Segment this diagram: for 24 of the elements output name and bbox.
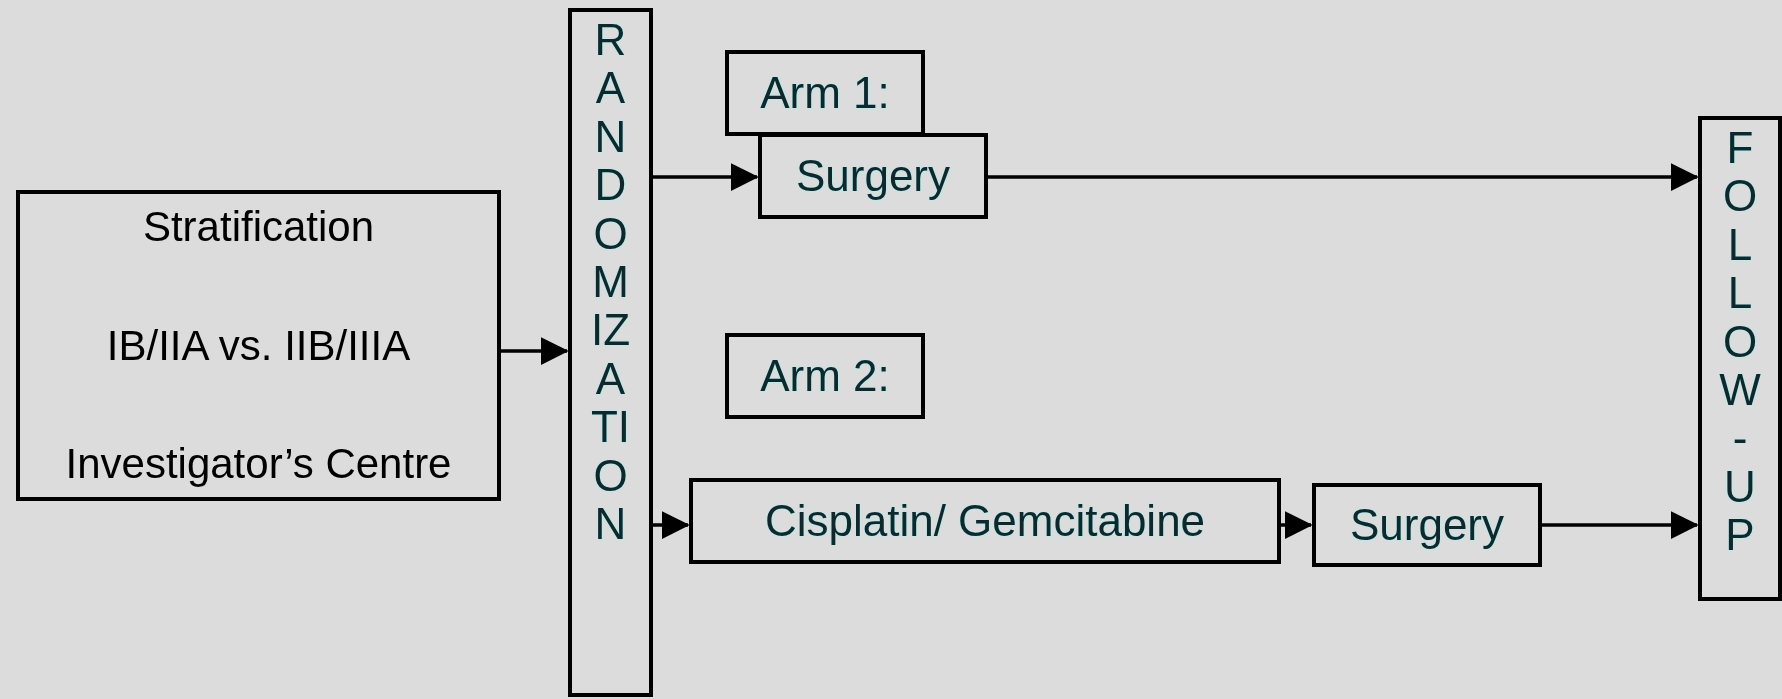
- arrow: [653, 163, 759, 191]
- vertical-label: RANDOMIZATION: [589, 16, 632, 549]
- arrow: [1281, 511, 1313, 539]
- follow-up-bar: [1698, 116, 1782, 601]
- arrow: [501, 337, 569, 365]
- box-label: Surgery: [1349, 503, 1505, 547]
- process-box: [689, 478, 1281, 564]
- process-box: [1312, 483, 1542, 567]
- box-label: Investigator’s Centre: [65, 443, 452, 485]
- vertical-label: FOLLOW-UP: [1718, 124, 1762, 560]
- process-box: [758, 133, 988, 219]
- randomization-bar: [568, 8, 653, 697]
- arrow: [653, 511, 690, 539]
- box-label: IB/IIA vs. IIB/IIIA: [106, 324, 411, 367]
- arm-label-box: [725, 333, 925, 419]
- box-label: Arm 1:: [760, 71, 890, 115]
- arrow: [1542, 511, 1699, 539]
- box-label: Surgery: [795, 154, 951, 198]
- box-label: Stratification: [142, 206, 375, 248]
- box-label: Cisplatin/ Gemcitabine: [764, 499, 1206, 543]
- arrow: [988, 163, 1699, 191]
- stratification-box: [16, 190, 501, 501]
- arm-label-box: [725, 50, 925, 136]
- box-label: Arm 2:: [760, 354, 890, 398]
